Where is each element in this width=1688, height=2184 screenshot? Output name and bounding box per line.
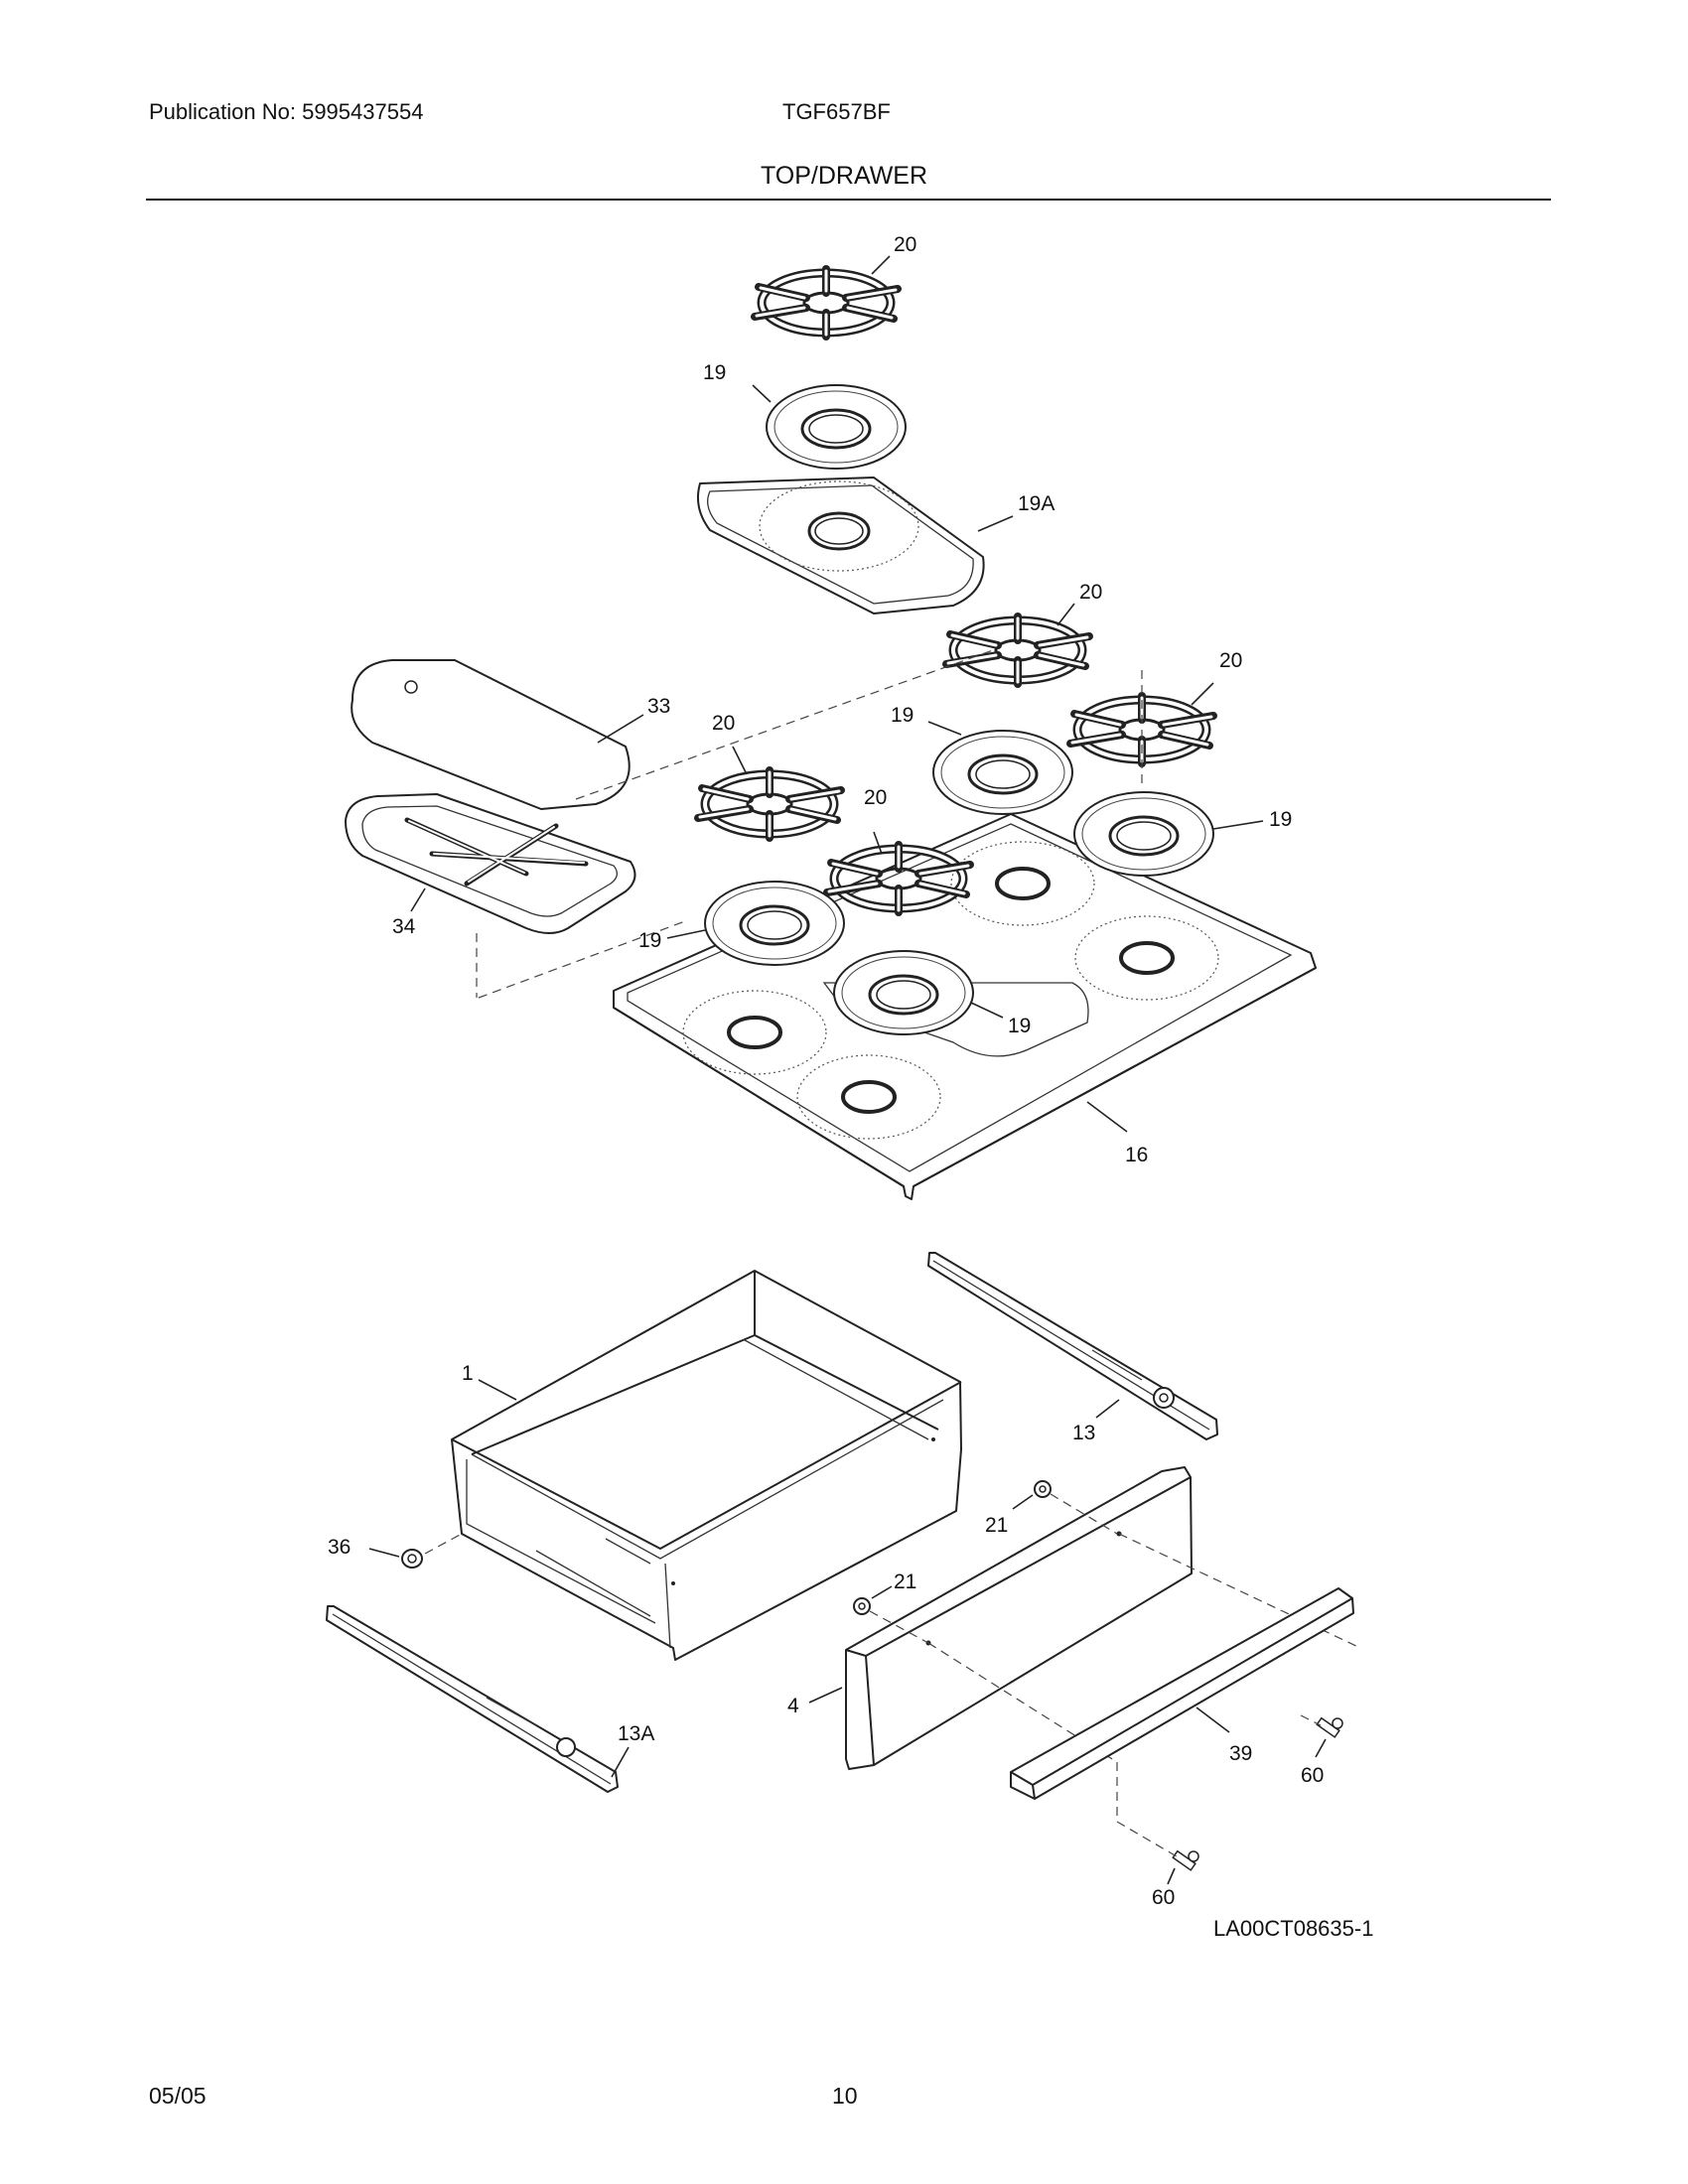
callout-griddle: 33 <box>647 695 670 718</box>
burner-grate-left <box>698 770 841 838</box>
burner-cap-center <box>931 729 1074 816</box>
drip-tray-19a <box>697 477 985 614</box>
screw-bottom <box>1172 1849 1199 1871</box>
callout-slide-left: 13A <box>618 1722 654 1745</box>
burner-grate-back-left <box>946 616 1089 684</box>
drawer-slide-right <box>927 1252 1218 1440</box>
burner-cap-right <box>1072 790 1215 878</box>
griddle-plate <box>351 659 631 810</box>
callout-cooktop: 16 <box>1125 1144 1148 1166</box>
callout-screw-bottom: 60 <box>1152 1886 1175 1909</box>
nut-upper <box>1034 1480 1052 1498</box>
callout-cap-right: 19 <box>1269 808 1292 831</box>
callout-grate-back-left: 20 <box>1079 581 1102 604</box>
callout-grate-back-right: 20 <box>1219 649 1242 672</box>
callout-trim: 39 <box>1229 1742 1252 1765</box>
callout-drawer-body: 1 <box>462 1362 474 1385</box>
callout-cap-center: 19 <box>891 704 914 727</box>
model-number: TGF657BF <box>782 99 891 124</box>
burner-cap-left <box>703 880 846 967</box>
section-title: TOP/DRAWER <box>760 162 928 190</box>
screw-right <box>1316 1716 1343 1738</box>
drawer-slide-left <box>326 1605 619 1793</box>
page-number: 10 <box>832 2083 858 2109</box>
publication-date: 05/05 <box>149 2083 207 2109</box>
drawer-body <box>451 1270 962 1661</box>
burner-grate-top <box>755 269 898 337</box>
callout-tray-top: 19A <box>1018 492 1055 515</box>
callout-grate-left: 20 <box>712 712 735 735</box>
publication-number: Publication No: 5995437554 <box>149 99 424 124</box>
callout-grate-top: 20 <box>894 233 916 256</box>
callout-bumper: 36 <box>328 1536 351 1559</box>
callout-nut-lower: 21 <box>894 1570 916 1593</box>
callout-cap-left: 19 <box>638 929 661 952</box>
header-divider <box>146 199 1551 201</box>
callout-nut-upper: 21 <box>985 1514 1008 1537</box>
burner-cap-top <box>765 383 908 471</box>
callout-cap-front: 19 <box>1008 1015 1031 1037</box>
nut-lower <box>853 1597 871 1615</box>
callout-slide-right: 13 <box>1072 1422 1095 1444</box>
drawer-trim <box>1010 1587 1354 1800</box>
callout-cap-top: 19 <box>703 361 726 384</box>
griddle-drip-tray <box>345 793 636 934</box>
burner-cap-front <box>832 949 975 1036</box>
callout-griddle-tray: 34 <box>392 915 416 938</box>
drawer-front-panel <box>845 1466 1193 1770</box>
drawing-id: LA00CT08635-1 <box>1213 1916 1373 1941</box>
callout-grate-center: 20 <box>864 786 887 809</box>
callout-screw-right: 60 <box>1301 1764 1324 1787</box>
callout-drawer-front: 4 <box>787 1695 799 1717</box>
drawer-bumper <box>401 1549 423 1569</box>
